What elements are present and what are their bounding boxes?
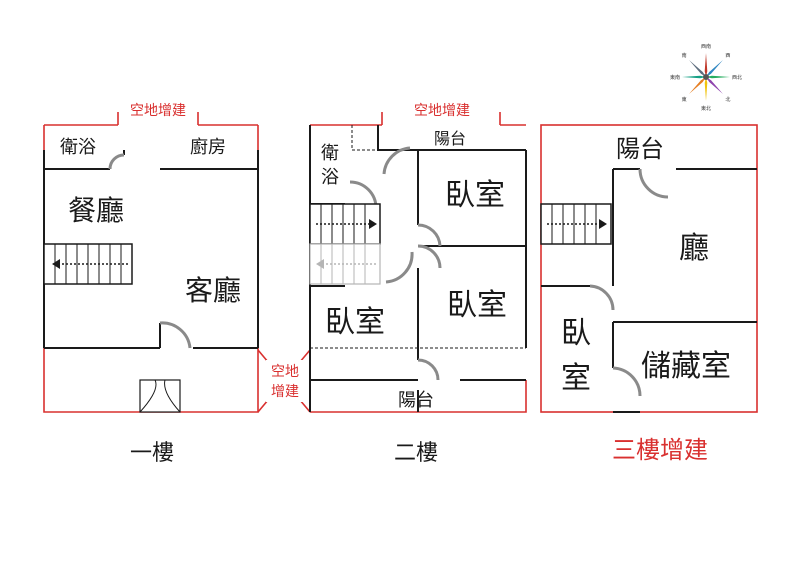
floor-1-plan: 空地增建 衛浴 廚房 餐廳 客廳 一樓 xyxy=(43,103,259,466)
compass-hub xyxy=(703,74,709,80)
compass-point xyxy=(689,77,706,94)
floor-2-plan: 空地增建 空地 增建 衛 浴 陽台 xyxy=(257,103,527,466)
f2-dashed-bath xyxy=(351,125,378,151)
f2-bedroom-e-door xyxy=(417,244,442,269)
compass-label: 東北 xyxy=(701,105,711,112)
f3-bedroom-label-2: 室 xyxy=(561,361,591,396)
f2-annex-side-label-1: 空地 xyxy=(271,364,299,380)
compass-label: 西 xyxy=(725,53,730,59)
f1-gate-leaves xyxy=(139,379,181,413)
f1-bath-door xyxy=(108,153,125,170)
f1-main-door xyxy=(159,321,192,349)
f1-annex-top-sides xyxy=(43,125,259,150)
f2-balcony-top-label: 陽台 xyxy=(434,129,466,148)
f2-balcony-door xyxy=(417,358,440,381)
compass-point xyxy=(706,75,730,79)
f2-balcony-bottom-label: 陽台 xyxy=(398,390,434,411)
compass-point xyxy=(689,60,706,77)
f1-bath-label: 衛浴 xyxy=(60,137,96,158)
f2-bedroom-ne-label: 臥室 xyxy=(445,178,505,213)
f2-bath-label-2: 浴 xyxy=(321,167,339,188)
f2-annex-side-label-2: 增建 xyxy=(271,384,299,400)
compass-point xyxy=(706,77,723,94)
f2-bedroom-e-label: 臥室 xyxy=(447,288,507,323)
f2-annex-side-mask xyxy=(266,360,304,402)
f3-balcony-door xyxy=(638,168,669,199)
compass-label: 西北 xyxy=(732,74,742,81)
f3-annex-outline xyxy=(540,124,758,413)
f3-floor-label: 三樓增建 xyxy=(612,436,708,464)
compass-label: 北 xyxy=(725,96,730,103)
compass-label: 東 xyxy=(682,96,687,103)
f3-bedroom-door xyxy=(589,284,615,311)
f1-kitchen-label: 廚房 xyxy=(190,136,226,158)
f3-storage-door xyxy=(612,366,642,397)
compass-point xyxy=(706,60,723,77)
f1-annex-label: 空地增建 xyxy=(130,103,186,119)
f3-balcony-label: 陽台 xyxy=(616,135,664,163)
floor-3-plan: 陽台 廳 臥 室 儲藏室 三樓增建 xyxy=(540,124,758,464)
f3-bedroom-label-1: 臥 xyxy=(561,316,591,351)
compass-point xyxy=(682,75,706,79)
f1-gate xyxy=(139,379,181,413)
f2-bedroom-w-door xyxy=(385,251,414,284)
f1-living-label: 客廳 xyxy=(185,274,241,307)
f2-hall-door xyxy=(382,146,411,175)
f1-dining-label: 餐廳 xyxy=(68,194,124,227)
f2-bedroom-w-label: 臥室 xyxy=(325,305,385,340)
f3-stair-arrowhead xyxy=(599,219,607,229)
f2-annex-label-ticks xyxy=(381,112,501,125)
f3-storage-walls xyxy=(612,322,640,413)
f2-bedroom-ne-door xyxy=(417,223,442,247)
f2-annex-label: 空地增建 xyxy=(414,103,470,119)
f2-stair-arrowhead-down xyxy=(316,259,324,269)
f2-floor-label: 二樓 xyxy=(394,441,438,466)
f1-stair-arrowhead xyxy=(52,259,60,269)
compass-label: 南 xyxy=(682,52,687,59)
compass-point xyxy=(704,53,708,77)
f1-annex-label-ticks xyxy=(117,112,199,125)
f2-annex-bottom xyxy=(310,380,527,413)
f3-storage-label: 儲藏室 xyxy=(641,349,731,384)
compass-point xyxy=(704,77,708,101)
f2-bath-label-1: 衛 xyxy=(321,143,339,164)
f2-stair-arrowhead-up xyxy=(369,219,377,229)
f3-hall-walls xyxy=(612,169,757,323)
compass-label: 西南 xyxy=(701,43,711,50)
f1-floor-label: 一樓 xyxy=(130,441,174,466)
f3-hall-label: 廳 xyxy=(679,231,709,266)
compass-label: 東南 xyxy=(670,74,680,81)
